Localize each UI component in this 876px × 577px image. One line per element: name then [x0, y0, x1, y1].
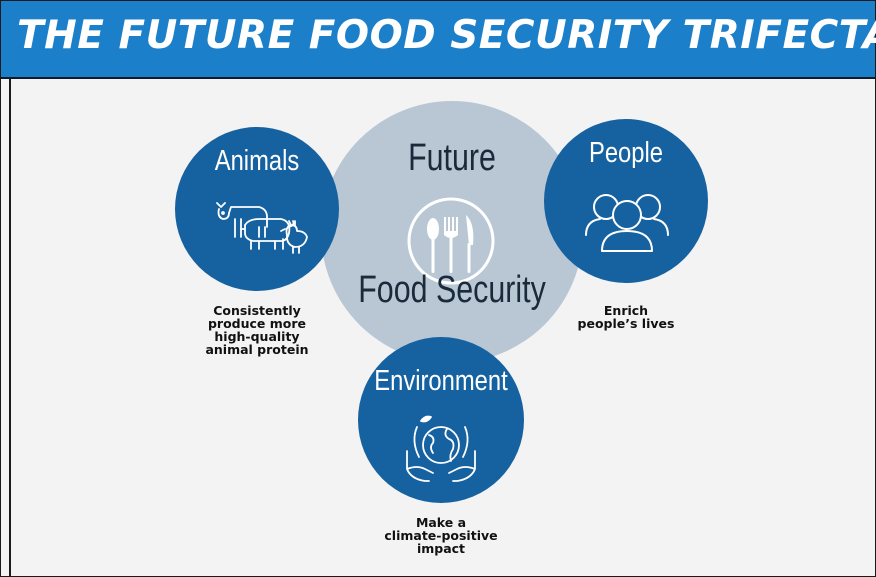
animals-label: Animals: [214, 145, 300, 177]
people-caption: Enrich people’s lives: [566, 304, 686, 330]
animals-caption-line: Consistently: [213, 303, 301, 318]
center-label-line2: Food Security: [358, 269, 546, 311]
environment-caption: Make a climate-positive impact: [381, 516, 501, 555]
center-label-line1: Future: [408, 137, 496, 179]
fork-knife-spoon-icon: [407, 197, 495, 285]
globe-in-hands-icon: [406, 415, 476, 482]
title-bar: THE FUTURE FOOD SECURITY TRIFECTA: [1, 1, 876, 79]
animals-circle: Animals: [175, 127, 339, 291]
slide-title: THE FUTURE FOOD SECURITY TRIFECTA: [17, 13, 876, 58]
farm-animals-icon: [216, 202, 308, 254]
environment-caption-line: climate-positive: [384, 528, 498, 543]
left-rule: [9, 77, 11, 577]
animals-caption-line: animal protein: [205, 342, 309, 357]
environment-circle: Environment: [358, 337, 524, 503]
future-food-security-circle: Future Food Security: [321, 101, 583, 363]
people-circle: People: [544, 119, 708, 283]
environment-caption-line: Make a: [415, 515, 467, 530]
people-caption-line: people’s lives: [577, 316, 675, 331]
people-group-icon: [585, 194, 669, 252]
environment-caption-line: impact: [416, 541, 466, 556]
environment-label: Environment: [374, 365, 508, 397]
people-label: People: [588, 137, 664, 169]
animals-caption: Consistently produce more high-quality a…: [197, 304, 317, 356]
people-caption-line: Enrich: [603, 303, 649, 318]
animals-caption-line: high-quality: [214, 329, 300, 344]
animals-caption-line: produce more: [207, 316, 307, 331]
